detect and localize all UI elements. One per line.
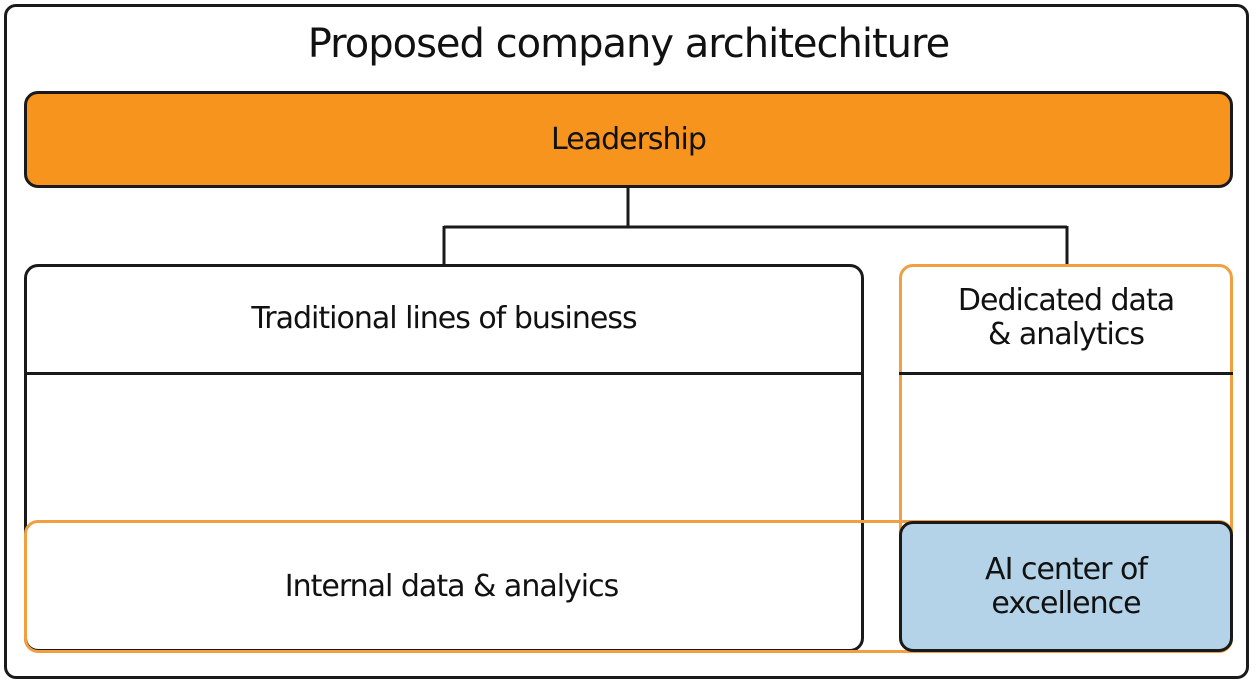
ai-coe-node: AI center of excellence xyxy=(899,521,1233,652)
traditional-lob-box xyxy=(24,264,864,652)
dedicated-data-label-line2: & analytics xyxy=(987,317,1145,352)
traditional-lob-label: Traditional lines of business xyxy=(251,300,637,336)
internal-data-node: Internal data & analyics xyxy=(24,520,879,653)
diagram-title: Proposed company architechiture xyxy=(307,21,950,67)
traditional-lob-header: Traditional lines of business xyxy=(24,264,864,375)
leadership-node: Leadership xyxy=(24,91,1233,188)
diagram-frame xyxy=(4,4,1249,679)
dedicated-data-header: Dedicated data & analytics xyxy=(899,264,1233,375)
ai-coe-label-line1: AI center of xyxy=(985,551,1148,587)
internal-data-label: Internal data & analyics xyxy=(284,569,620,604)
dedicated-data-label-line1: Dedicated data xyxy=(957,283,1175,318)
ai-coe-label-line2: excellence xyxy=(991,585,1141,621)
leadership-label: Leadership xyxy=(551,122,707,157)
